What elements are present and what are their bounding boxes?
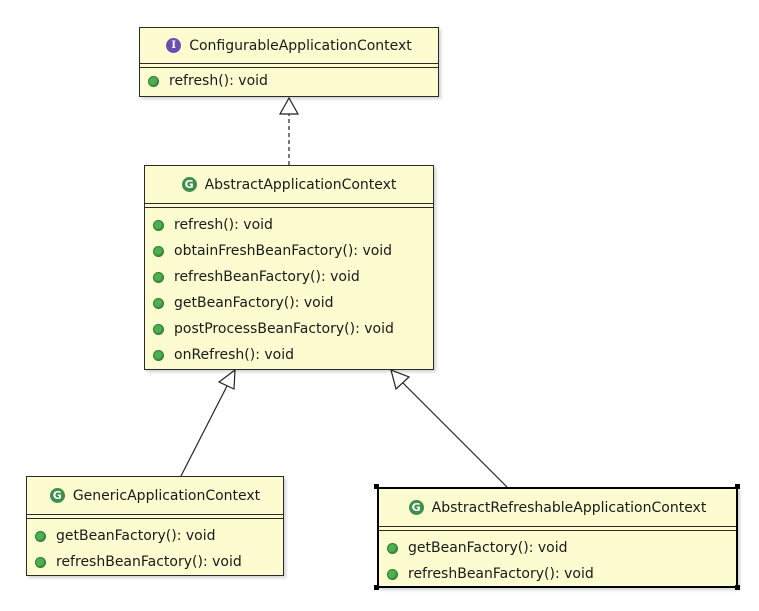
method-row: obtainFreshBeanFactory(): void xyxy=(145,238,433,264)
method-row: refresh(): void xyxy=(145,212,433,238)
resize-handle-bottom-right[interactable] xyxy=(735,585,740,590)
method-row: refreshBeanFactory(): void xyxy=(145,264,433,290)
attribute-compartment xyxy=(379,527,736,531)
class-icon: G xyxy=(181,177,197,192)
public-method-icon xyxy=(153,349,164,361)
method-signature: refresh(): void xyxy=(169,73,268,89)
method-signature: refreshBeanFactory(): void xyxy=(174,269,360,285)
public-method-icon xyxy=(153,297,164,309)
class-header: I ConfigurableApplicationContext xyxy=(140,28,438,64)
class-name: ConfigurableApplicationContext xyxy=(189,37,412,54)
method-signature: getBeanFactory(): void xyxy=(174,295,334,311)
abstract-application-context-class[interactable]: G AbstractApplicationContext refresh(): … xyxy=(144,165,434,370)
realization-arrowhead xyxy=(278,96,300,115)
public-method-icon xyxy=(387,568,398,580)
method-row: refresh(): void xyxy=(140,70,438,92)
class-header: G AbstractRefreshableApplicationContext xyxy=(379,489,736,527)
method-compartment: refresh(): void obtainFreshBeanFactory()… xyxy=(145,208,433,368)
method-row: getBeanFactory(): void xyxy=(145,290,433,316)
class-name: GenericApplicationContext xyxy=(72,487,261,504)
class-icon: G xyxy=(408,500,424,515)
attribute-compartment xyxy=(145,204,433,208)
method-signature: getBeanFactory(): void xyxy=(408,540,568,556)
class-header: G GenericApplicationContext xyxy=(27,477,283,515)
class-header: G AbstractApplicationContext xyxy=(145,166,433,204)
method-row: postProcessBeanFactory(): void xyxy=(145,316,433,342)
method-signature: getBeanFactory(): void xyxy=(56,528,216,544)
method-row: refreshBeanFactory(): void xyxy=(379,561,736,587)
resize-handle-top-right[interactable] xyxy=(735,484,740,489)
resize-handle-top-left[interactable] xyxy=(374,484,379,489)
abstract-refreshable-application-context-class[interactable]: G AbstractRefreshableApplicationContext … xyxy=(377,487,738,588)
public-method-icon xyxy=(153,219,164,231)
public-method-icon xyxy=(387,542,398,554)
public-method-icon xyxy=(35,556,46,568)
method-signature: obtainFreshBeanFactory(): void xyxy=(174,243,393,259)
public-method-icon xyxy=(153,245,164,257)
method-row: getBeanFactory(): void xyxy=(27,523,283,549)
class-name: AbstractApplicationContext xyxy=(204,176,397,193)
method-compartment: getBeanFactory(): void refreshBeanFactor… xyxy=(379,531,736,587)
public-method-icon xyxy=(153,323,164,335)
generalization-arrowhead-refreshable xyxy=(390,369,411,391)
public-method-icon xyxy=(153,271,164,283)
configurable-application-context-interface[interactable]: I ConfigurableApplicationContext refresh… xyxy=(139,27,439,97)
method-signature: refresh(): void xyxy=(174,217,273,233)
method-compartment: getBeanFactory(): void refreshBeanFactor… xyxy=(27,519,283,575)
generalization-line-generic xyxy=(180,385,228,477)
method-signature: postProcessBeanFactory(): void xyxy=(174,321,394,337)
class-name: AbstractRefreshableApplicationContext xyxy=(431,499,707,516)
generic-application-context-class[interactable]: G GenericApplicationContext getBeanFacto… xyxy=(26,476,284,576)
method-compartment: refresh(): void xyxy=(140,68,438,92)
attribute-compartment xyxy=(27,515,283,519)
method-signature: refreshBeanFactory(): void xyxy=(408,566,594,582)
method-signature: onRefresh(): void xyxy=(174,347,295,363)
generalization-line-refreshable xyxy=(402,382,508,488)
public-method-icon xyxy=(148,75,159,87)
attribute-compartment xyxy=(140,64,438,68)
method-row: refreshBeanFactory(): void xyxy=(27,549,283,575)
method-signature: refreshBeanFactory(): void xyxy=(56,554,242,570)
method-row: getBeanFactory(): void xyxy=(379,535,736,561)
public-method-icon xyxy=(35,530,46,542)
method-row: onRefresh(): void xyxy=(145,342,433,368)
resize-handle-bottom-left[interactable] xyxy=(374,585,379,590)
generalization-arrowhead-generic xyxy=(217,368,236,390)
interface-icon: I xyxy=(166,38,182,53)
class-icon: G xyxy=(49,488,65,503)
